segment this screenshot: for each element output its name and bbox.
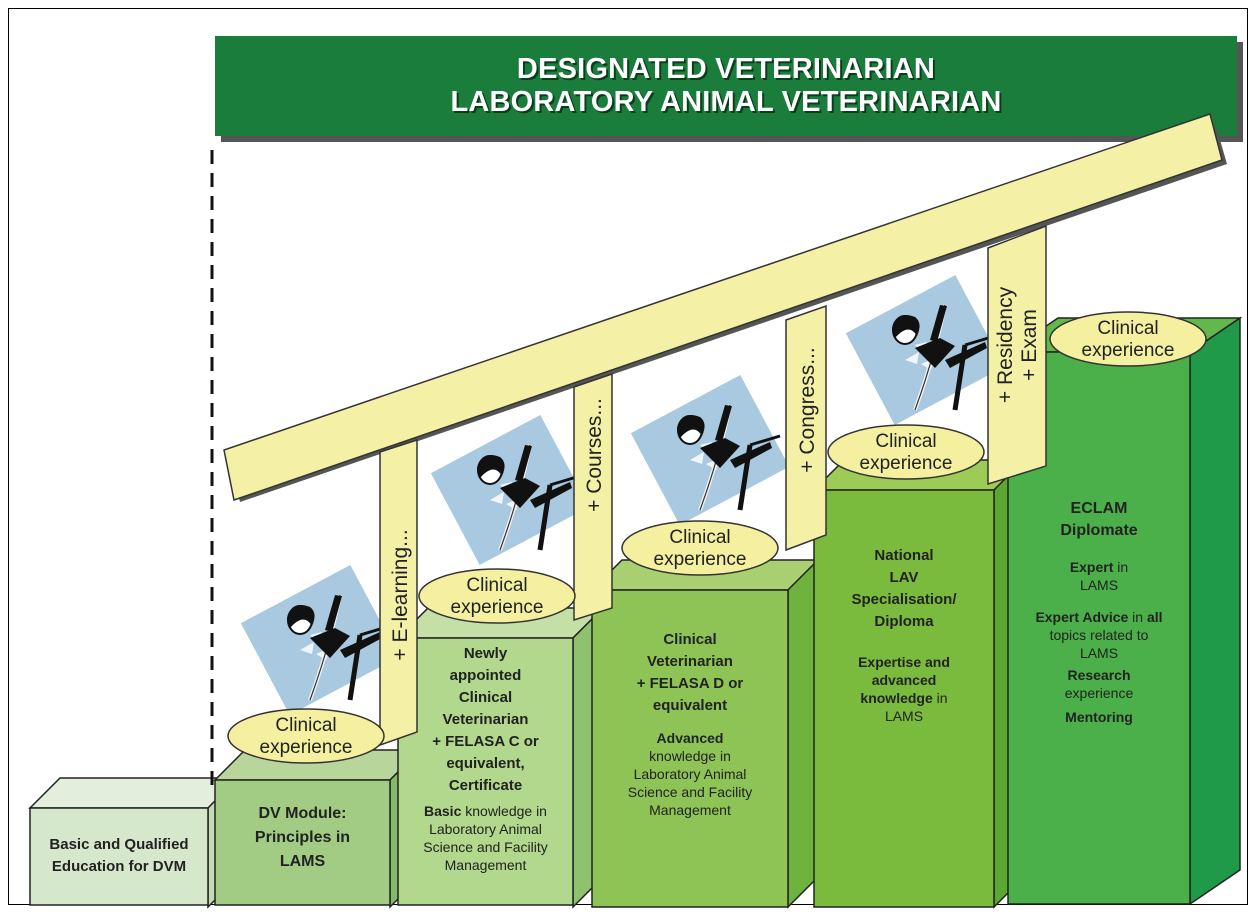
title-line-2: LABORATORY ANIMAL VETERINARIAN (450, 86, 1002, 118)
clinical-ellipse-1: Clinical experience (227, 708, 385, 764)
clinical-ellipse-3: Clinical experience (621, 520, 779, 576)
tag-residency: + Residency + Exam (987, 224, 1047, 486)
clinical-ellipse-3-line2: experience (654, 549, 747, 570)
title-line-1: DESIGNATED VETERINARIAN (516, 53, 936, 85)
step5-line-2b: topics related to (1049, 627, 1149, 643)
step5-text: ECLAM Diplomate Expert in LAMS Expert Ad… (1008, 498, 1190, 726)
step3-desc-3: Science and Facility (627, 784, 753, 800)
step2-desc: Basic knowledge in (398, 802, 573, 820)
step2-title-3: Clinical (458, 689, 513, 706)
step5-b1: Expert (1069, 559, 1114, 575)
base-line-1: Basic and Qualified (49, 836, 189, 853)
step1-title-1: DV Module: (258, 805, 347, 822)
step4-title-1: National (874, 547, 934, 564)
base-line-2: Education for DVM (51, 858, 187, 875)
step4-bold-2-text: advanced (871, 672, 937, 688)
step5-line-4: Mentoring (1008, 708, 1190, 726)
step2-desc-2: Laboratory Animal (429, 821, 542, 837)
step3-text: Clinical Veterinarian + FELASA D or equi… (592, 629, 788, 819)
clinical-ellipse-2: Clinical experience (418, 568, 576, 624)
step4-title-2: LAV (889, 569, 919, 586)
step3-desc-4: Management (649, 802, 731, 818)
tag-courses: + Courses... (573, 372, 613, 622)
step5-line-1: Expert in (1008, 558, 1190, 576)
step5-d1: in (1113, 559, 1129, 575)
step5-line-1b: LAMS (1079, 577, 1119, 593)
step5-b2: Expert Advice (1035, 609, 1129, 625)
step4-desc-text: in (932, 690, 948, 706)
clinical-ellipse-4: Clinical experience (827, 424, 985, 480)
step1-title-2: Principles in (254, 829, 351, 846)
tag-courses-text: + Courses... (583, 398, 606, 512)
tag-e-learning-text: + E-learning... (389, 529, 412, 660)
step5-line-2c: LAMS (1079, 645, 1119, 661)
step5-title-1: ECLAM (1070, 500, 1128, 517)
step2-title-5: + FELASA C or (432, 733, 539, 750)
base-block-text: Basic and Qualified Education for DVM (30, 834, 208, 878)
tag-e-learning: + E-learning... (379, 438, 418, 747)
step5-line-3: Research (1008, 666, 1190, 684)
step5-line-2: Expert Advice in all (1008, 608, 1190, 626)
step5-b2b: all (1146, 609, 1163, 625)
tag-congress: + Congress... (785, 304, 827, 552)
step5-d2: in (1128, 609, 1147, 625)
step4-line-3: knowledge in (814, 689, 994, 707)
clinical-ellipse-4-line2: experience (860, 453, 953, 474)
step2-title-2: appointed (449, 667, 522, 684)
step4-title-3: Specialisation/ (851, 591, 957, 608)
step5-line-3b: experience (1064, 685, 1134, 701)
step3-bold-word: Advanced (656, 730, 724, 746)
step3-desc-bold: Advanced (592, 729, 788, 747)
step3-block (590, 558, 820, 909)
step5-b3: Research (1067, 667, 1131, 683)
step4-bold-1: Expertise and (814, 653, 994, 671)
step2-desc-4: Management (444, 857, 527, 873)
clinical-ellipse-5-line2: experience (1082, 340, 1175, 361)
step4-bold-1-text: Expertise and (858, 654, 950, 670)
clinical-ellipse-5-line1: Clinical (1097, 318, 1158, 339)
tag-exam-text: + Exam (1018, 309, 1041, 381)
step3-desc-1: knowledge in (649, 748, 731, 764)
step3-title-3: + FELASA D or (636, 675, 744, 692)
climber-illustration-1 (241, 565, 399, 715)
title-banner: DESIGNATED VETERINARIAN LABORATORY ANIMA… (215, 36, 1237, 136)
clinical-ellipse-4-line1: Clinical (875, 431, 936, 452)
step4-title-4: Diploma (874, 613, 934, 630)
tag-residency-text: + Residency (994, 286, 1017, 403)
tag-congress-text: + Congress... (796, 347, 819, 472)
clinical-ellipse-1-line2: experience (260, 737, 353, 758)
step4-text: National LAV Specialisation/ Diploma Exp… (814, 545, 994, 725)
step2-title-4: Veterinarian (442, 711, 529, 728)
step4-bold-2: advanced (814, 671, 994, 689)
clinical-ellipse-3-line1: Clinical (669, 527, 730, 548)
step2-desc-1: knowledge in (461, 803, 547, 819)
step3-title-4: equivalent (652, 697, 728, 714)
step3-title-2: Veterinarian (647, 653, 733, 670)
step2-title-7: Certificate (448, 777, 523, 794)
clinical-ellipse-5: Clinical experience (1049, 311, 1207, 367)
clinical-ellipse-2-line2: experience (451, 597, 544, 618)
climber-illustration-2 (431, 415, 589, 565)
climber-illustration-3 (631, 375, 789, 525)
step2-title-6: equivalent, (446, 755, 525, 772)
step3-desc-2: Laboratory Animal (633, 766, 747, 782)
clinical-ellipse-2-line1: Clinical (466, 575, 527, 596)
clinical-ellipse-1-line1: Clinical (275, 715, 336, 736)
step4-bold-3-text: knowledge (860, 690, 933, 706)
diagonal-plank (223, 113, 1227, 502)
step2-title-1: Newly (463, 645, 508, 662)
step5-title-2: Diplomate (1060, 522, 1138, 539)
climber-illustration-4 (846, 275, 1004, 425)
step4-desc-2: LAMS (884, 708, 924, 724)
step3-title-1: Clinical (663, 631, 717, 648)
step1-title-3: LAMS (279, 853, 326, 870)
step2-desc-3: Science and Facility (423, 839, 548, 855)
step5-b4: Mentoring (1065, 709, 1133, 725)
step2-text: Newly appointed Clinical Veterinarian + … (398, 643, 573, 874)
step1-text: DV Module: Principles in LAMS (215, 802, 390, 874)
step2-desc-bold: Basic (424, 803, 462, 819)
